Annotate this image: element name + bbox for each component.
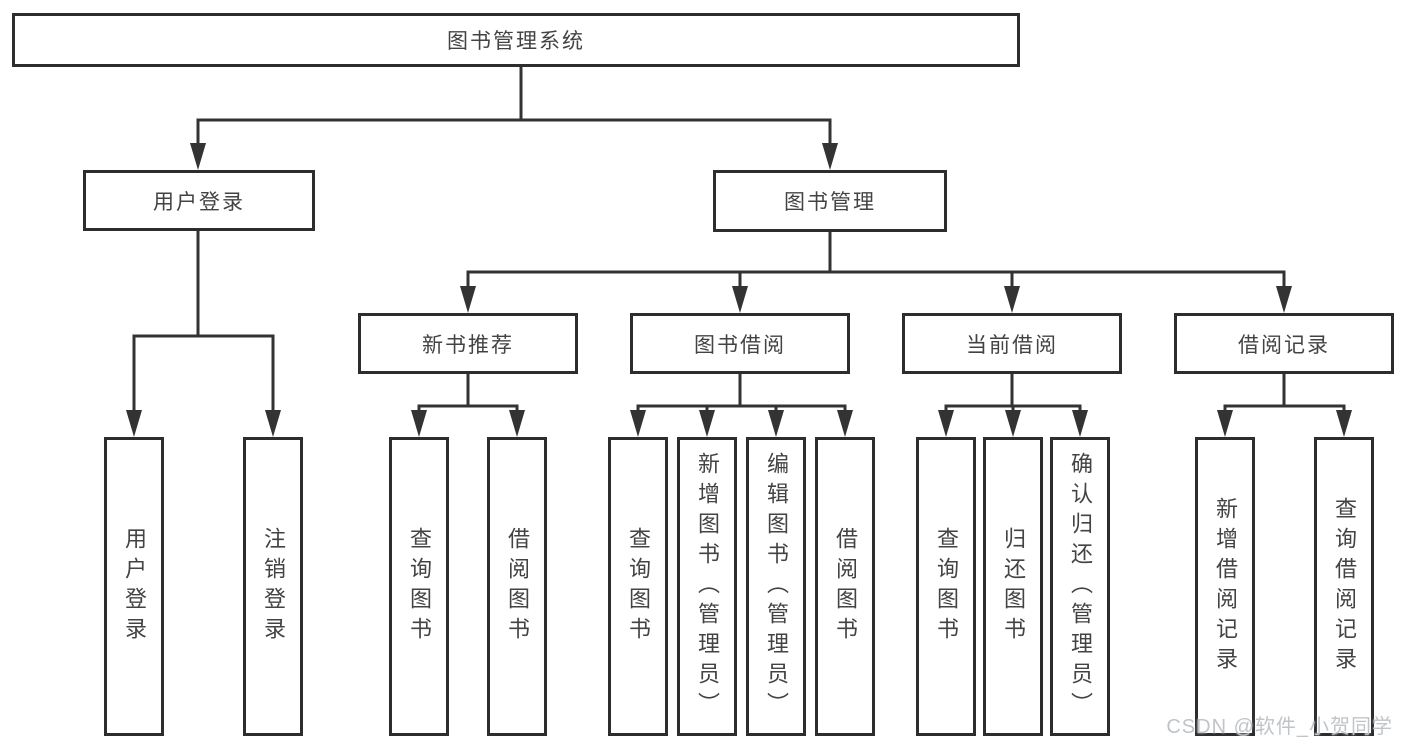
node-borrow-records: 借阅记录 (1174, 313, 1394, 374)
leaf-borrow-books-1: 借阅图书 (487, 437, 547, 736)
leaf-query-borrow-record: 查询借阅记录 (1314, 437, 1374, 736)
leaf-add-book-admin: 新增图书（管理员） (677, 437, 737, 736)
leaf-return-book: 归还图书 (983, 437, 1043, 736)
leaf-query-books-1: 查询图书 (389, 437, 449, 736)
arrowhead-icon (1217, 410, 1233, 437)
arrowhead-icon (768, 410, 784, 437)
node-user-login: 用户登录 (83, 170, 315, 231)
arrowhead-icon (1005, 410, 1021, 437)
node-book-management: 图书管理 (713, 170, 947, 232)
arrowhead-icon (1072, 410, 1088, 437)
leaf-add-borrow-record: 新增借阅记录 (1195, 437, 1255, 736)
arrowhead-icon (1276, 286, 1292, 313)
arrowhead-icon (1336, 410, 1352, 437)
arrowhead-icon (460, 286, 476, 313)
arrowhead-icon (732, 286, 748, 313)
leaf-query-books-2: 查询图书 (608, 437, 668, 736)
arrowhead-icon (630, 410, 646, 437)
leaf-edit-book-admin: 编辑图书（管理员） (746, 437, 806, 736)
arrowhead-icon (699, 410, 715, 437)
arrowhead-icon (265, 410, 281, 437)
node-root: 图书管理系统 (12, 13, 1020, 67)
leaf-borrow-books-2: 借阅图书 (815, 437, 875, 736)
arrowhead-icon (190, 143, 206, 170)
node-current-borrow: 当前借阅 (902, 313, 1122, 374)
leaf-query-books-3: 查询图书 (916, 437, 976, 736)
csdn-watermark: CSDN @软件_小贺同学 (1166, 716, 1393, 738)
leaf-logout: 注销登录 (243, 437, 303, 736)
node-book-borrow: 图书借阅 (630, 313, 850, 374)
node-new-book-recommend: 新书推荐 (358, 313, 578, 374)
leaf-user-login: 用户登录 (104, 437, 164, 736)
arrowhead-icon (1004, 286, 1020, 313)
leaf-confirm-return-admin: 确认归还（管理员） (1050, 437, 1110, 736)
arrowhead-icon (411, 410, 427, 437)
arrowhead-icon (938, 410, 954, 437)
arrowhead-icon (509, 410, 525, 437)
arrowhead-icon (822, 143, 838, 170)
arrowhead-icon (837, 410, 853, 437)
arrowhead-icon (126, 410, 142, 437)
